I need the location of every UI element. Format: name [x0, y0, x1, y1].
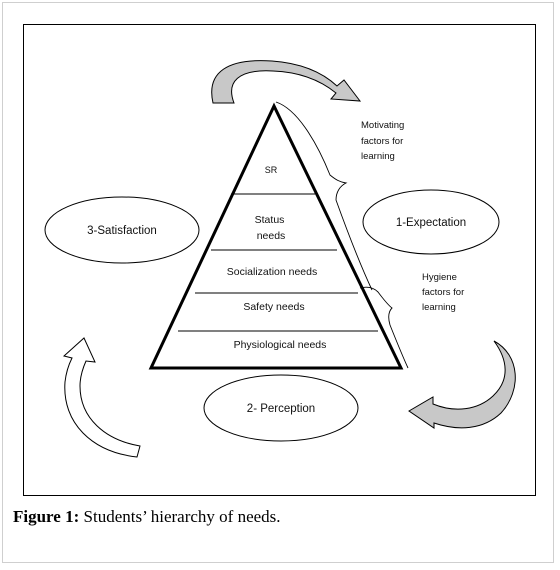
level-safety: Safety needs — [243, 301, 304, 313]
figure-caption-text: Students’ hierarchy of needs. — [79, 507, 281, 526]
hygiene-line-3: learning — [422, 302, 456, 313]
expectation-ellipse — [362, 189, 500, 255]
figure-caption: Figure 1: Students’ hierarchy of needs. — [13, 507, 281, 527]
hygiene-line-2: factors for — [422, 287, 464, 298]
motivating-line-3: learning — [361, 151, 395, 162]
top-curved-arrow-icon — [211, 60, 362, 104]
level-physiological: Physiological needs — [234, 339, 327, 351]
level-socialization: Socialization needs — [227, 266, 317, 278]
satisfaction-label: 3-Satisfaction — [87, 225, 157, 237]
level-status-line-1: Status — [255, 214, 285, 226]
level-status: Status needs — [255, 214, 288, 242]
motivating-bracket — [275, 101, 373, 291]
figure-caption-label: Figure 1: — [13, 507, 80, 526]
motivating-line-2: factors for — [361, 136, 403, 147]
hygiene-line-1: Hygiene — [422, 272, 457, 283]
motivating-line-1: Motivating — [361, 120, 404, 131]
pyramid-outline — [148, 102, 404, 370]
hygiene-bracket — [359, 286, 409, 369]
perception-ellipse — [203, 374, 359, 442]
expectation-label: 1-Expectation — [396, 217, 466, 229]
motivating-label: Motivating factors for learning — [361, 120, 407, 162]
level-sr: SR — [265, 165, 278, 175]
needs-pyramid: SR Status needs Socialization needs Safe… — [148, 102, 404, 370]
right-curved-arrow-icon — [408, 340, 516, 429]
hygiene-label: Hygiene factors for learning — [422, 272, 467, 313]
level-status-line-2: needs — [257, 230, 286, 242]
satisfaction-ellipse — [44, 196, 200, 264]
perception-label: 2- Perception — [247, 403, 315, 415]
left-curved-arrow-icon — [62, 337, 141, 458]
